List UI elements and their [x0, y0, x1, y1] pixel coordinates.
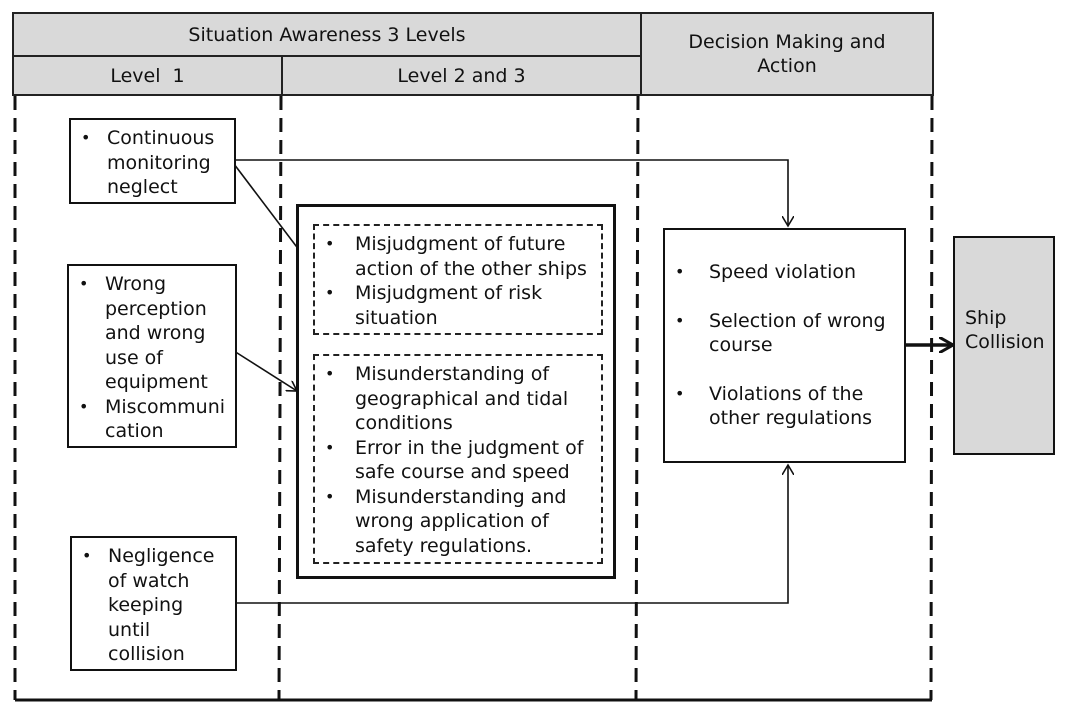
level23-item: Misunderstanding of geographical and tid…	[315, 362, 601, 436]
header-decision-making: Decision Making and Action	[640, 12, 934, 96]
header-decision-label: Decision Making and Action	[688, 31, 886, 77]
column-divider-2	[634, 95, 640, 701]
arrow-perception-to-group-b	[233, 350, 297, 391]
outcome-label: Ship Collision	[965, 307, 1045, 353]
header-level-1: Level 1	[12, 55, 283, 96]
decision-box: Speed violation Selection of wrong cours…	[663, 228, 906, 463]
arrow-monitoring-to-decision	[234, 159, 788, 226]
level23-group-misunderstanding: Misunderstanding of geographical and tid…	[313, 354, 603, 564]
column-divider-right	[929, 95, 934, 701]
level23-item: Misjudgment of future action of the othe…	[315, 232, 601, 281]
header-level23-label: Level 2 and 3	[397, 64, 526, 87]
level1-box-perception: Wrong perception and wrong use of equipm…	[67, 264, 237, 448]
level23-item: Misjudgment of risk situation	[315, 281, 601, 330]
level1-item: Wrong perception and wrong use of equipm…	[69, 272, 235, 395]
level1-item: Negligence of watch keeping until collis…	[72, 544, 235, 667]
header-level1-label: Level 1	[110, 64, 185, 87]
arrow-watch-to-decision	[234, 465, 788, 604]
level23-item: Misunderstanding and wrong application o…	[315, 485, 601, 559]
level1-item: Continuous monitoring neglect	[71, 126, 234, 200]
level1-box-monitoring: Continuous monitoring neglect	[69, 118, 236, 204]
header-situation-awareness: Situation Awareness 3 Levels	[12, 12, 642, 57]
level23-group-misjudgment: Misjudgment of future action of the othe…	[313, 224, 603, 335]
decision-item: Violations of the other regulations	[665, 382, 904, 431]
header-level-2-3: Level 2 and 3	[281, 55, 642, 96]
level23-item: Error in the judgment of safe course and…	[315, 436, 601, 485]
outcome-box: Ship Collision	[953, 236, 1055, 455]
level1-box-watch: Negligence of watch keeping until collis…	[70, 536, 237, 671]
level1-item: Miscommunication	[69, 395, 235, 444]
header-sa-title: Situation Awareness 3 Levels	[188, 23, 466, 46]
decision-item: Selection of wrong course	[665, 309, 904, 358]
decision-item: Speed violation	[665, 260, 904, 285]
column-divider-1	[277, 95, 283, 701]
